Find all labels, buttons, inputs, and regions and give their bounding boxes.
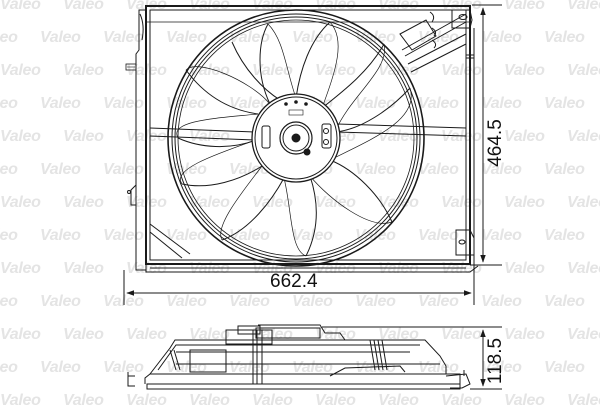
depth-dimension-label: 118.5 bbox=[485, 337, 506, 385]
height-dimension-label: 464.5 bbox=[485, 119, 506, 167]
dimension-lines bbox=[123, 4, 502, 390]
side-view bbox=[127, 324, 471, 390]
front-view bbox=[125, 5, 479, 300]
drawing-svg bbox=[123, 4, 502, 390]
width-dimension-label: 662.4 bbox=[270, 271, 318, 292]
fan-blades bbox=[176, 21, 412, 257]
